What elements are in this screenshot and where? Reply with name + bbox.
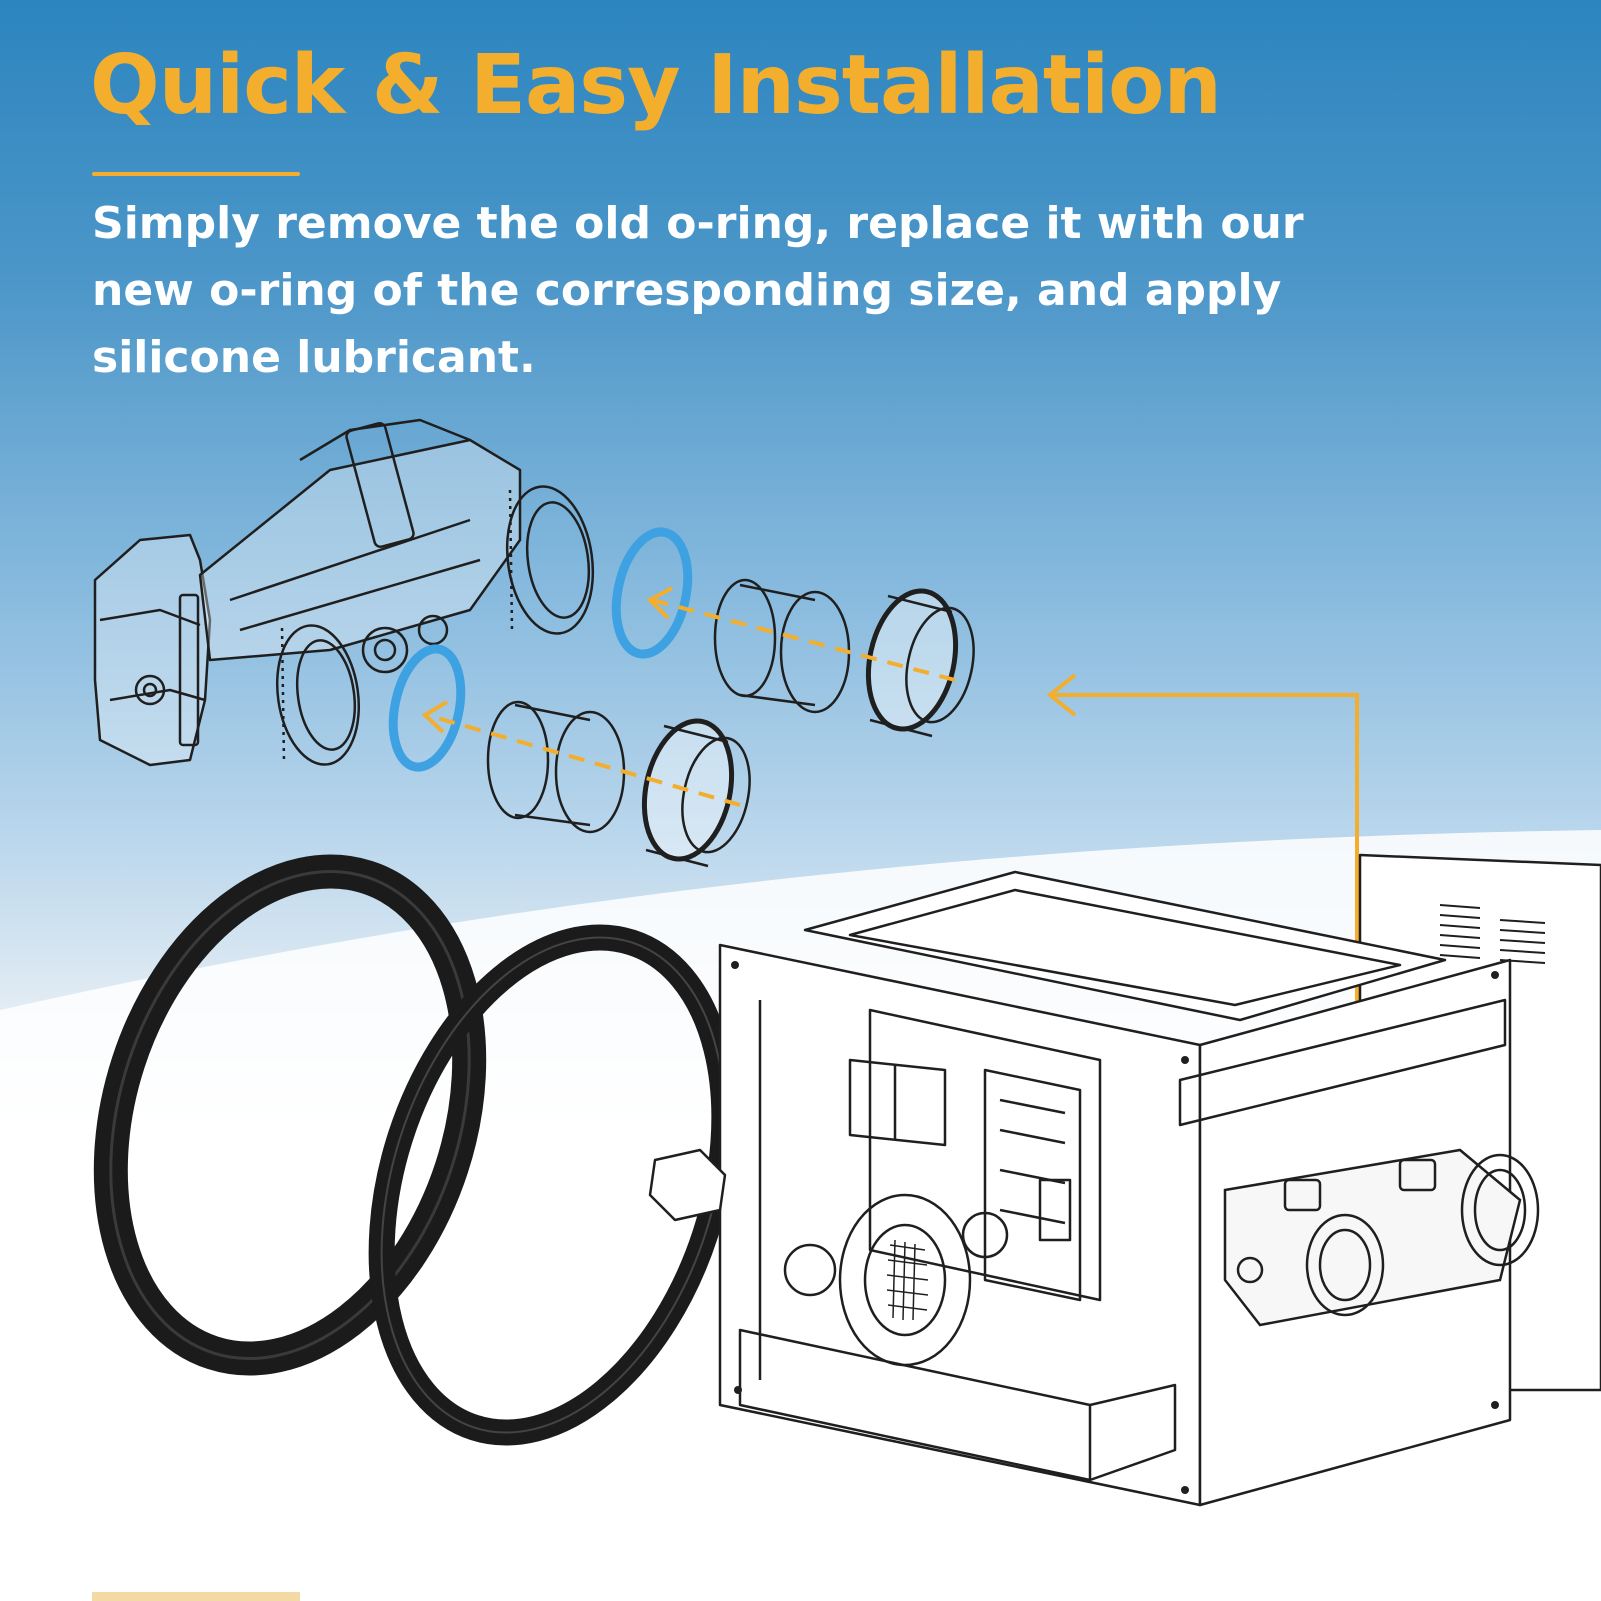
blue-oring-upper xyxy=(611,527,693,659)
assembly-arrows xyxy=(421,586,956,807)
blue-oring-lower xyxy=(388,644,466,772)
black-oring-flat xyxy=(93,854,487,1376)
black-oring-round xyxy=(368,924,738,1446)
page-title: Quick & Easy Installation xyxy=(90,38,1222,133)
installation-description: Simply remove the old o-ring, replace it… xyxy=(92,198,1304,383)
title-underline xyxy=(92,172,300,176)
bottom-accent-bar xyxy=(92,1592,300,1601)
exploded-manifold-diagram xyxy=(93,418,595,767)
installed-manifold xyxy=(1223,1148,1540,1327)
